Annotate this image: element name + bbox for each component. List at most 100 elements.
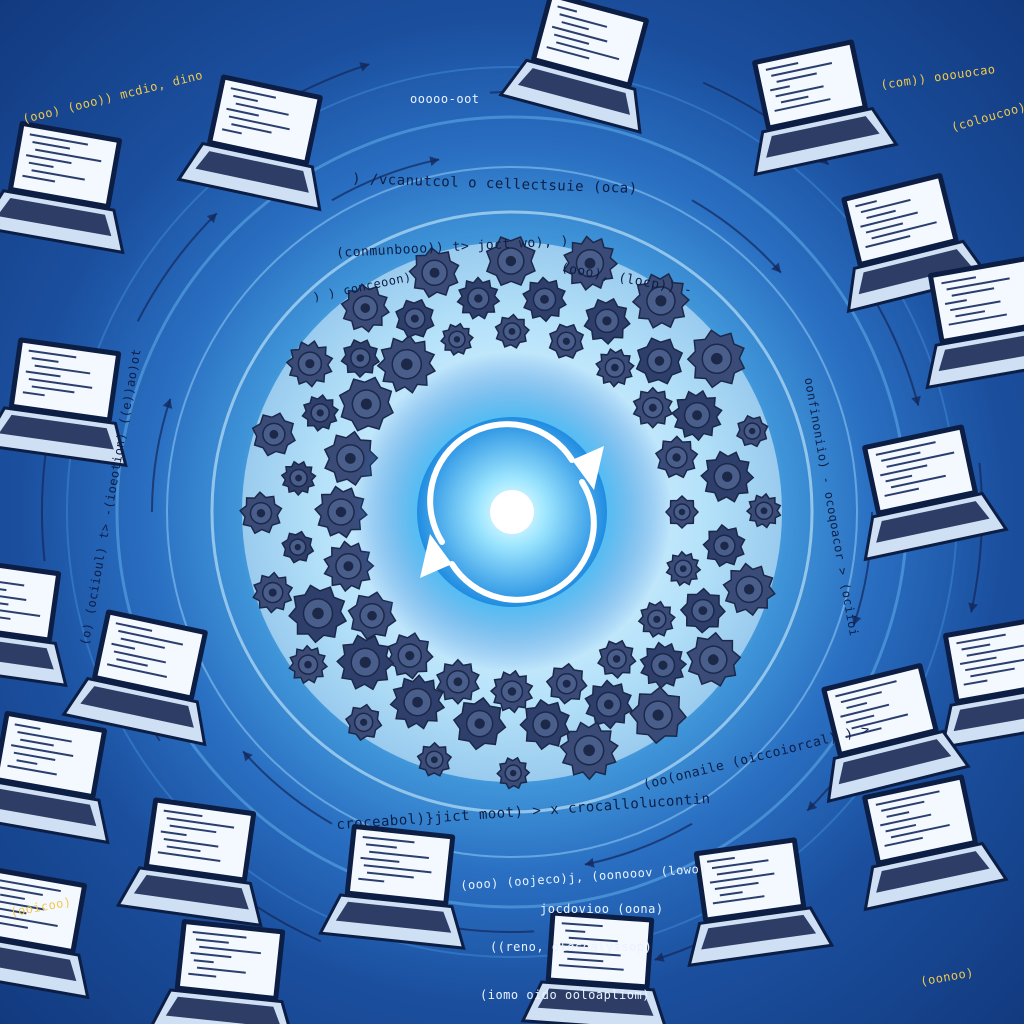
laptop-screen [867, 429, 973, 511]
code-line [192, 930, 247, 939]
gear-icon [519, 698, 571, 751]
code-line [885, 823, 917, 833]
code-line [946, 277, 1010, 291]
curved-arrow-icon [331, 158, 440, 202]
gear-icon [285, 339, 334, 388]
code-line [17, 731, 72, 743]
code-line [941, 276, 977, 285]
code-line [226, 107, 259, 117]
code-line [22, 391, 45, 397]
code-line [851, 713, 909, 730]
laptop-icon [0, 120, 125, 255]
code-line [881, 800, 925, 812]
code-line [111, 642, 136, 650]
laptop-icon [318, 824, 466, 950]
laptop-screen [97, 614, 203, 696]
laptop-icon [498, 0, 649, 135]
curved-arrow-icon [151, 398, 172, 513]
code-line [845, 714, 875, 724]
code-line [28, 377, 93, 389]
code-line [765, 62, 799, 71]
laptop-icon [0, 557, 68, 688]
code-line [886, 811, 910, 818]
code-line [560, 943, 589, 948]
gear-icon [631, 272, 690, 329]
gear-icon [435, 658, 480, 705]
laptop-keyboard [0, 414, 114, 450]
code-line [0, 899, 45, 911]
code-line [0, 919, 29, 929]
gear-icon [340, 339, 381, 379]
code-line [965, 657, 1024, 672]
laptop-icon [752, 39, 899, 177]
gear-icon [496, 756, 531, 790]
code-line [10, 744, 74, 758]
code-line [884, 836, 923, 847]
code-line [358, 877, 385, 883]
arrow-head-icon [584, 857, 595, 868]
laptop-icon [0, 337, 128, 468]
gear-icon [408, 246, 460, 299]
code-line [13, 751, 56, 761]
code-line [360, 856, 400, 863]
code-line [221, 128, 242, 135]
code-line [366, 871, 414, 879]
code-line [776, 72, 817, 83]
code-line [866, 209, 896, 220]
code-line [771, 61, 833, 77]
gear-icon [583, 297, 631, 345]
code-line [961, 643, 991, 651]
code-line [880, 464, 928, 477]
gear-icon [416, 741, 453, 777]
laptop-keyboard [0, 198, 112, 237]
gear-icon [288, 644, 329, 685]
gear-icon [440, 322, 474, 357]
arrow-head-icon [807, 800, 818, 811]
orbit-ring [166, 166, 858, 858]
laptop-keyboard [80, 686, 194, 728]
code-line [228, 115, 290, 131]
code-fragment-bottom-3: ((reno, oldsoalyssop) [490, 940, 653, 954]
gear-icon [344, 703, 383, 742]
laptop-keyboard [195, 151, 309, 193]
gear-icon [252, 571, 294, 614]
code-line [567, 957, 604, 963]
arrow-head-icon [243, 751, 253, 762]
code-line [546, 46, 590, 60]
laptop-keyboard [858, 249, 972, 295]
gear-icon [452, 696, 507, 751]
gear-icon [735, 414, 769, 448]
code-line [875, 790, 940, 806]
code-line [950, 300, 1001, 312]
code-line [163, 809, 203, 818]
code-line [568, 936, 618, 943]
laptop-keyboard [537, 988, 654, 1016]
code-line [553, 33, 590, 45]
laptop-screen [846, 178, 954, 262]
code-line [775, 85, 824, 98]
laptop-screen [13, 126, 117, 204]
code-line [845, 727, 882, 739]
code-line [29, 133, 89, 146]
code-line [875, 441, 936, 456]
gear-icon [671, 389, 723, 442]
code-line [116, 658, 148, 667]
code-line [25, 154, 72, 165]
arrow-head-icon [911, 395, 921, 406]
code-line [188, 972, 217, 978]
code-line [16, 759, 38, 765]
laptop-keyboard [876, 851, 990, 893]
gear-ring [239, 235, 782, 790]
laptop-icon [115, 797, 263, 928]
laptop-screen [536, 0, 644, 83]
code-line [561, 922, 603, 928]
code-line [0, 893, 26, 900]
curved-arrow-icon [242, 750, 333, 825]
code-line [160, 830, 187, 837]
gear-icon [597, 639, 637, 679]
gear-icon [389, 674, 446, 730]
code-line [0, 878, 61, 893]
code-line [163, 837, 219, 848]
gear-icon [632, 386, 673, 429]
